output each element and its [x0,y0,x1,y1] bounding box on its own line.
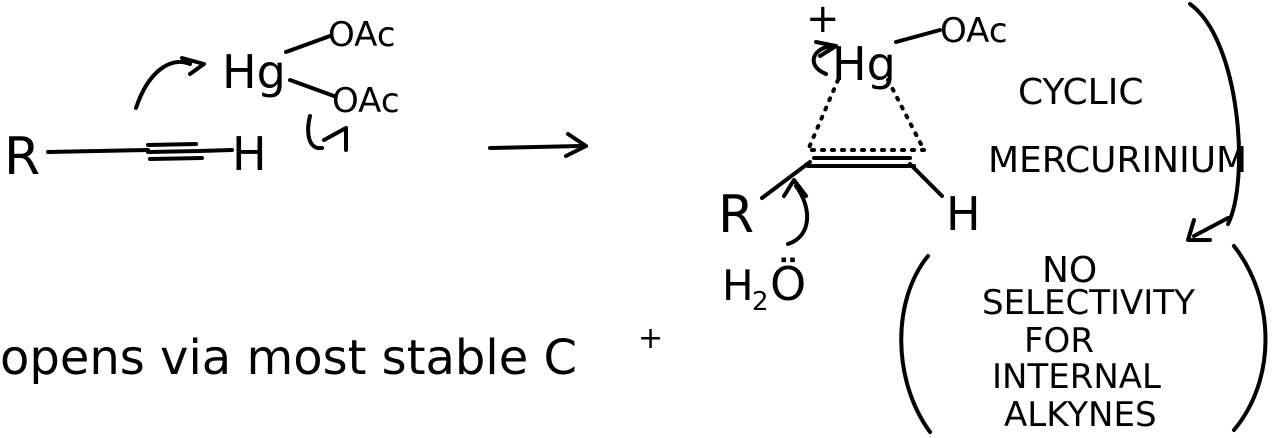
intermediate-r-bond [760,160,812,200]
arrowhead-ring-open [814,40,838,58]
intermediate-h-bond [908,162,944,198]
alkyne-bond [46,142,234,161]
note-cyclic: CYCLIC [1018,72,1143,113]
reaction-arrow [488,144,582,150]
intermediate-hg-oac-bond [894,28,942,44]
note-carbocation-plus: + [638,321,663,356]
note-selectivity: SELECTIVITY [982,283,1195,323]
note-internal: INTERNAL [992,357,1161,397]
reagent-oac-top: OAc [328,15,396,55]
alkyne-r-label: R [4,127,40,187]
intermediate-r-label: R [718,185,754,245]
intermediate-hg-label: Hg [832,37,896,91]
curved-arrow-pi-to-hg [134,60,192,110]
arrowhead-to-note [1186,218,1212,242]
curved-arrow-oac-return [306,114,324,151]
reagent-hg-label: Hg [222,45,286,99]
left-paren [899,254,932,434]
curved-arrow-water-attack [786,184,810,246]
arrowhead-oac-return [322,126,348,152]
intermediate-h-label: H [946,187,981,241]
right-paren [1232,244,1268,432]
alkyne-h-label: H [232,127,267,181]
arrow-to-note [1192,216,1230,238]
arrowhead-pi-to-hg [180,56,206,76]
note-no: NO [1042,250,1097,291]
mercurinium-dotted-bond-left [806,78,840,152]
note-mercurinium: MERCURINIUM [988,140,1247,181]
reagent-oac-bottom: OAc [332,81,400,121]
note-alkynes: ALKYNES [1004,395,1157,435]
water-o-label: Ö [770,257,806,311]
reaction-arrowhead [564,132,588,158]
hg-oac-bond-bottom [288,78,336,98]
hg-oac-bond-top [284,34,332,54]
bracket-right-paren [1188,2,1242,226]
water-subscript: 2 [752,287,769,317]
intermediate-oac-label: OAc [940,11,1008,51]
note-opens-via: opens via most stable C [0,330,577,386]
arrowhead-water-attack [782,178,808,198]
note-for: FOR [1024,321,1094,361]
curved-arrow-ring-open [811,44,834,76]
hg-plus-charge: + [806,0,840,42]
water-h-label: H [722,261,754,310]
alkene-double-bond [806,156,916,168]
mercurinium-dotted-bond-right [886,78,926,152]
